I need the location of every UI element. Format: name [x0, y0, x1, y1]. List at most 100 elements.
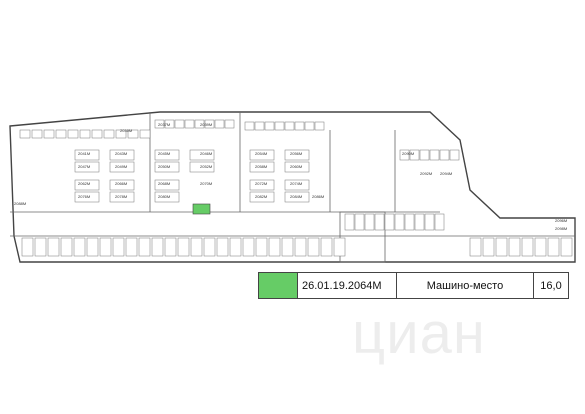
space-label: 2082М — [255, 194, 267, 199]
parking-space — [307, 237, 320, 257]
space-label: 2078М — [115, 194, 127, 199]
parking-space — [469, 237, 482, 257]
space-label: 2056М — [290, 151, 302, 156]
parking-space — [99, 237, 112, 257]
parking-space — [174, 119, 185, 129]
parking-space — [284, 179, 310, 191]
parking-space — [154, 149, 180, 161]
parking-space — [284, 191, 310, 203]
parking-space — [189, 149, 215, 161]
space-label: 2058М — [255, 164, 267, 169]
parking-space — [109, 191, 135, 203]
parking-space — [125, 237, 138, 257]
space-label: 2046М — [200, 151, 212, 156]
parking-space — [294, 237, 307, 257]
parking-space — [214, 119, 225, 129]
parking-space — [74, 161, 100, 173]
parking-space — [154, 119, 165, 129]
space-label: 2074М — [290, 181, 302, 186]
parking-space — [254, 121, 265, 131]
space-label: 2088М — [14, 201, 26, 206]
parking-space — [344, 213, 355, 231]
parking-space — [194, 119, 205, 129]
parking-space — [384, 213, 395, 231]
space-label: 2084М — [290, 194, 302, 199]
space-label: 2092М — [420, 171, 432, 176]
parking-space — [115, 129, 127, 139]
parking-space — [429, 149, 440, 161]
parking-space — [354, 213, 365, 231]
parking-space — [109, 149, 135, 161]
parking-space — [109, 161, 135, 173]
parking-space — [73, 237, 86, 257]
parking-space — [177, 237, 190, 257]
watermark-logo: циан — [352, 301, 486, 366]
parking-space — [495, 237, 508, 257]
parking-space — [224, 119, 235, 129]
parking-space — [91, 129, 103, 139]
parking-space — [203, 237, 216, 257]
parking-space — [547, 237, 560, 257]
parking-space — [508, 237, 521, 257]
parking-space — [86, 237, 99, 257]
parking-space — [109, 179, 135, 191]
parking-space — [74, 191, 100, 203]
space-label: 2096М — [555, 218, 567, 223]
parking-space — [255, 237, 268, 257]
parking-space — [19, 129, 31, 139]
parking-space — [274, 121, 285, 131]
parking-space — [60, 237, 73, 257]
space-label: 2066М — [115, 181, 127, 186]
parking-space — [409, 149, 420, 161]
parking-space — [43, 129, 55, 139]
parking-space — [242, 237, 255, 257]
plan-outline — [9, 111, 576, 263]
parking-space — [281, 237, 294, 257]
space-label: 2052М — [200, 164, 212, 169]
parking-space — [216, 237, 229, 257]
space-label: 2080М — [158, 194, 170, 199]
parking-space — [67, 129, 79, 139]
space-label: 2094М — [440, 171, 452, 176]
parking-space — [79, 129, 91, 139]
parking-space — [534, 237, 547, 257]
parking-space — [268, 237, 281, 257]
parking-space — [404, 213, 415, 231]
highlight-swatch — [259, 273, 298, 298]
parking-space — [424, 213, 435, 231]
space-kind: Машино-место — [397, 273, 534, 298]
parking-space — [204, 119, 215, 129]
parking-space — [127, 129, 139, 139]
parking-space — [284, 149, 310, 161]
space-label: 2041М — [78, 151, 90, 156]
parking-space — [304, 121, 315, 131]
parking-space — [21, 237, 34, 257]
parking-space — [31, 129, 43, 139]
plan-walls — [10, 112, 575, 263]
space-label: 2076М — [78, 194, 90, 199]
parking-space — [189, 161, 215, 173]
parking-space — [399, 149, 410, 161]
parking-space — [244, 121, 255, 131]
parking-space — [229, 237, 242, 257]
parking-space — [294, 121, 305, 131]
space-label: 2054М — [255, 151, 267, 156]
parking-space — [139, 129, 151, 139]
space-label: 2060М — [290, 164, 302, 169]
parking-space — [74, 149, 100, 161]
parking-space — [184, 119, 195, 129]
parking-space — [55, 129, 67, 139]
space-label: 2039М — [200, 122, 212, 127]
space-info-row: 26.01.19.2064М Машино-место 16,0 — [258, 272, 569, 299]
parking-space — [138, 237, 151, 257]
parking-space — [364, 213, 375, 231]
space-code: 26.01.19.2064М — [298, 273, 397, 298]
space-label: 2098М — [555, 226, 567, 231]
space-area: 16,0 — [540, 279, 562, 292]
space-label: 2045М — [158, 151, 170, 156]
parking-space — [419, 149, 430, 161]
space-label: 2086М — [312, 194, 324, 199]
space-label: 2072М — [255, 181, 267, 186]
